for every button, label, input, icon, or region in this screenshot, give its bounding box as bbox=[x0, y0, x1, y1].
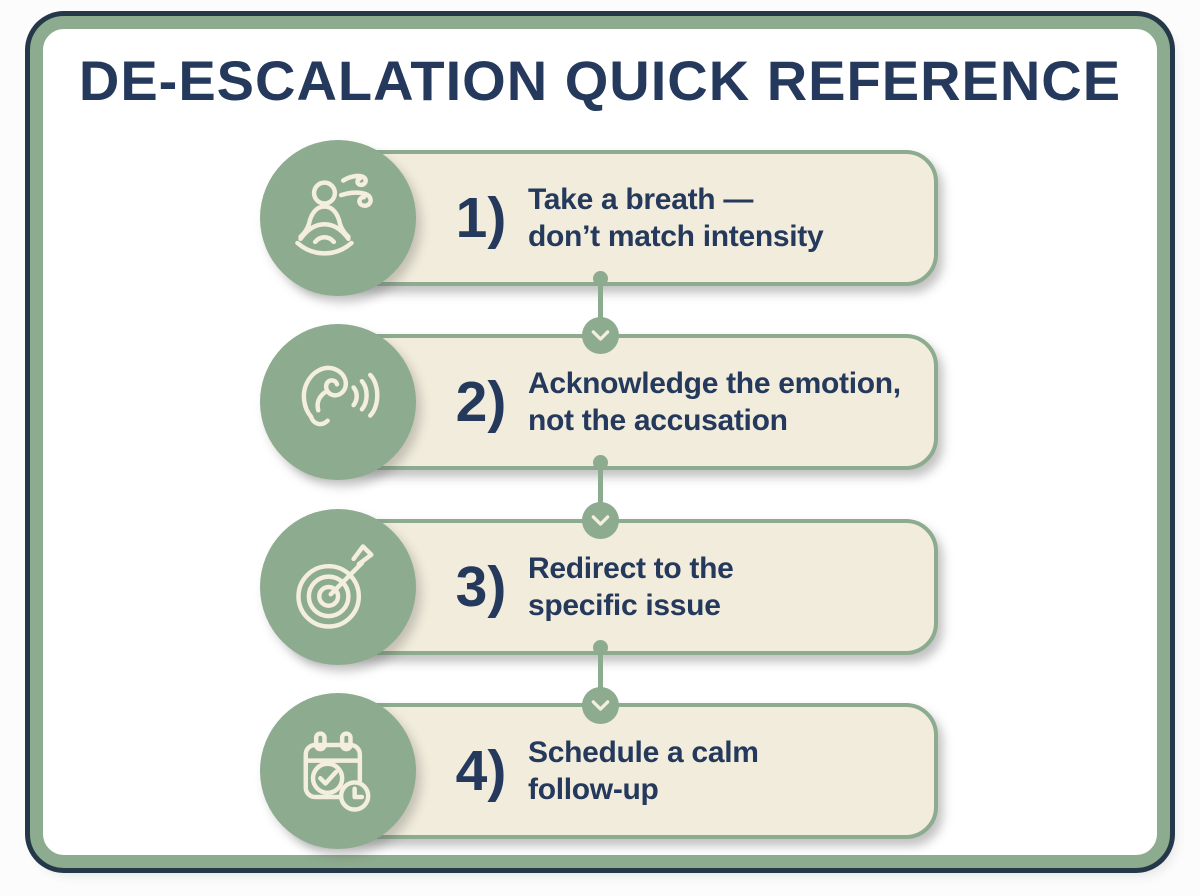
step-text-line1: Take a breath — bbox=[528, 183, 754, 216]
listening-ear-icon bbox=[260, 324, 416, 480]
meditation-breath-icon bbox=[260, 140, 416, 296]
step-text: Take a breath — don’t match intensity bbox=[528, 181, 824, 255]
connector-dot bbox=[593, 271, 608, 286]
step-number: 1) bbox=[455, 186, 507, 250]
step-text-line2: follow-up bbox=[528, 773, 659, 806]
step-text-line2: not the accusation bbox=[528, 404, 788, 437]
connector-dot bbox=[593, 640, 608, 655]
page-title: DE-ESCALATION QUICK REFERENCE bbox=[78, 49, 1122, 112]
step-text-line1: Acknowledge the emotion, bbox=[528, 367, 901, 400]
step-text: Redirect to the specific issue bbox=[528, 550, 734, 624]
target-arrow-icon bbox=[260, 509, 416, 665]
step-number: 3) bbox=[455, 555, 507, 619]
connector-line bbox=[598, 462, 603, 521]
calendar-clock-icon bbox=[260, 693, 416, 849]
connector-dot bbox=[593, 455, 608, 470]
step-number: 2) bbox=[455, 370, 507, 434]
connector-line bbox=[598, 278, 603, 336]
step-number: 4) bbox=[455, 739, 507, 803]
step-text-line2: don’t match intensity bbox=[528, 220, 824, 253]
step-text-line1: Redirect to the bbox=[528, 552, 734, 585]
chevron-down-icon bbox=[582, 317, 619, 354]
chevron-down-icon bbox=[582, 502, 619, 539]
step-text-line1: Schedule a calm bbox=[528, 736, 759, 769]
connector-line bbox=[598, 647, 603, 705]
chevron-down-icon bbox=[582, 687, 619, 724]
step-text: Schedule a calm follow-up bbox=[528, 734, 759, 808]
step-text: Acknowledge the emotion, not the accusat… bbox=[528, 365, 901, 439]
step-text-line2: specific issue bbox=[528, 589, 721, 622]
